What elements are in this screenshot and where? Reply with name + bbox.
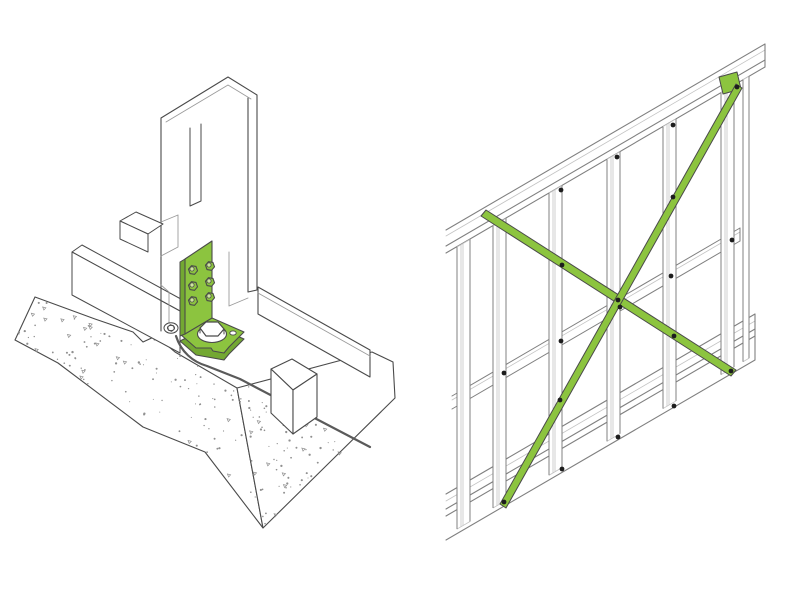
braced-wall-elevation [445, 43, 766, 541]
foundation-anchor-detail [14, 76, 396, 529]
